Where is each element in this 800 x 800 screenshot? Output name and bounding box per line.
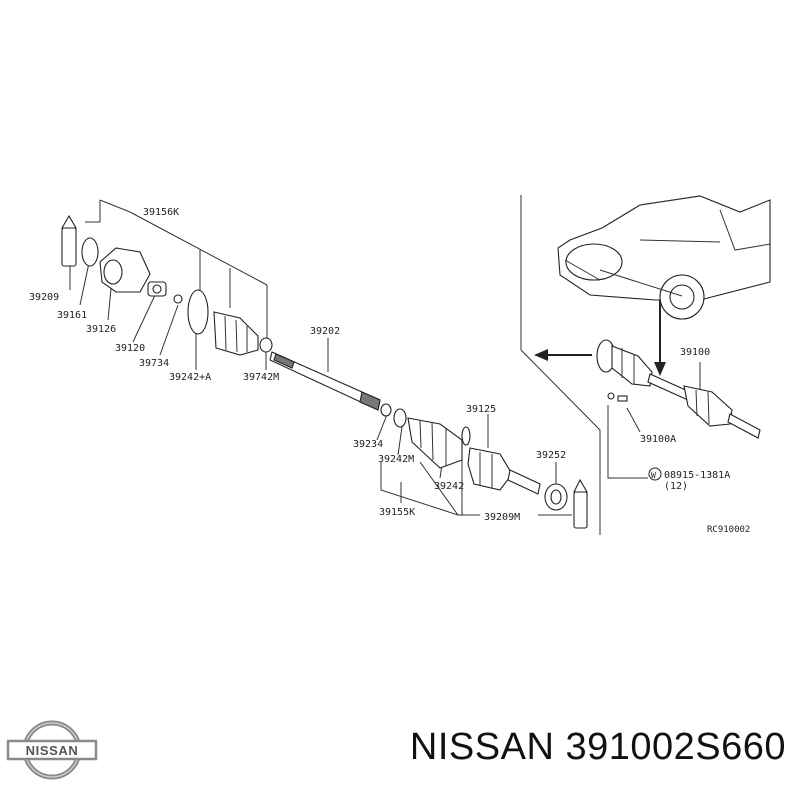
label-39242: 39242 [434, 481, 464, 492]
leader-lines [69, 195, 701, 535]
label-39100A: 39100A [640, 434, 676, 445]
label-39242M: 39242M [378, 454, 414, 465]
washer-symbol [648, 467, 662, 481]
label-08915-1381A: 08915-1381A [664, 470, 730, 481]
label-39252: 39252 [536, 450, 566, 461]
label-39125: 39125 [466, 404, 496, 415]
logo-text: NISSAN [26, 743, 79, 758]
label-39734: 39734 [139, 358, 169, 369]
nissan-logo: NISSAN [6, 720, 98, 780]
label-39209M: 39209M [484, 512, 520, 523]
vehicle-illustration [557, 195, 771, 320]
label-39126: 39126 [86, 324, 116, 335]
arrows [534, 300, 666, 376]
label-39742M: 39742M [243, 372, 279, 383]
label-39234: 39234 [353, 439, 383, 450]
label-quantity: (12) [664, 481, 688, 492]
washer-mark: W [651, 471, 656, 480]
label-39209: 39209 [29, 292, 59, 303]
reference-code: RC910002 [707, 525, 750, 535]
label-39155K: 39155K [379, 507, 415, 518]
label-39202: 39202 [310, 326, 340, 337]
assembly-illustration [596, 339, 761, 439]
part-title: NISSAN 391002S660 [409, 726, 786, 768]
label-39120: 39120 [115, 343, 145, 354]
exploded-parts [61, 214, 588, 529]
part-labels: 39156K 39209 39161 39126 39120 39734 392… [29, 207, 750, 535]
label-39156K: 39156K [143, 207, 179, 218]
exploded-parts-diagram: 39156K 39209 39161 39126 39120 39734 392… [29, 195, 771, 535]
brand-footer: NISSAN NISSAN 391002S660 [0, 718, 800, 782]
label-39100: 39100 [680, 347, 710, 358]
label-39161: 39161 [57, 310, 87, 321]
label-39242A: 39242+A [169, 372, 211, 383]
